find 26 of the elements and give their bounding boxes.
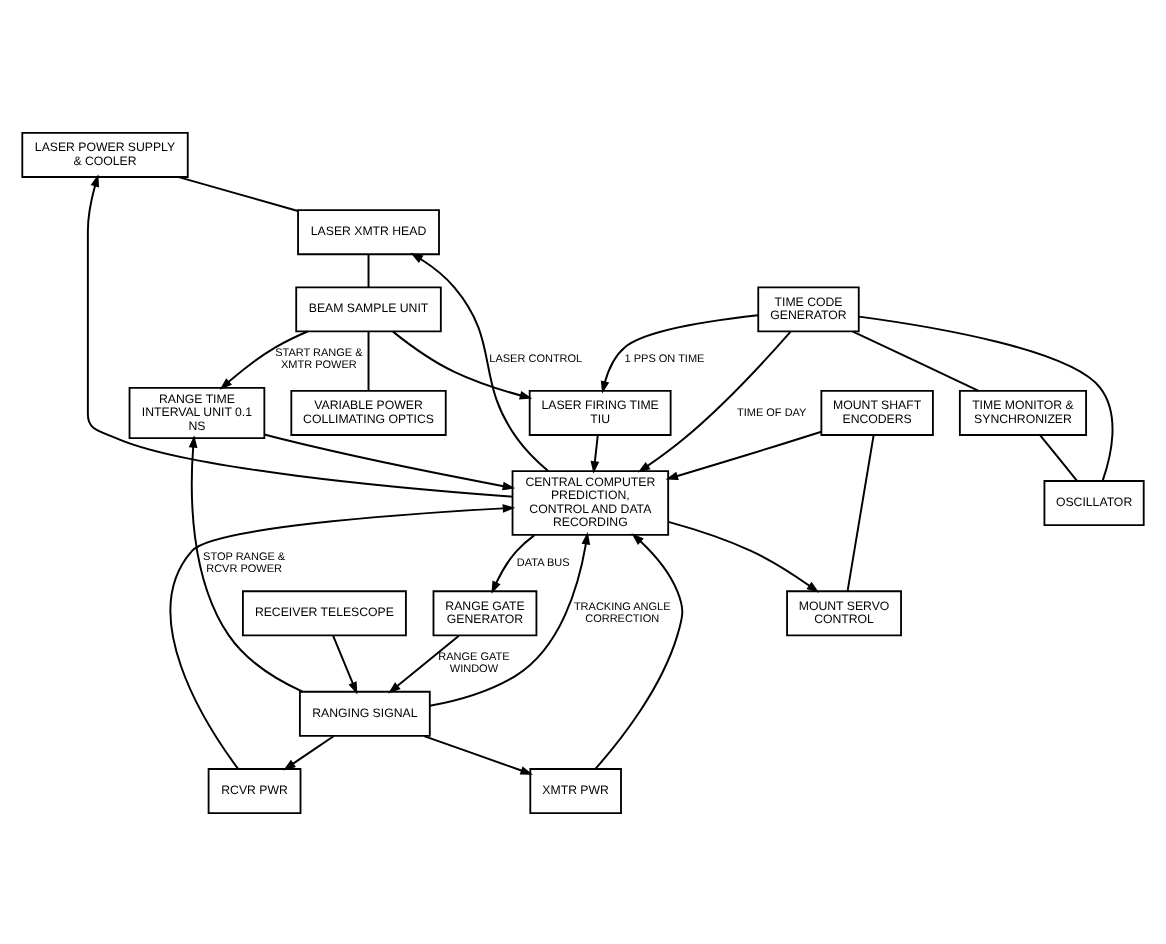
connector: [177, 175, 299, 211]
connector: [851, 329, 980, 391]
connector: [367, 329, 370, 391]
arrow: [388, 633, 460, 693]
arrow: [410, 251, 550, 472]
arrow: [391, 329, 533, 399]
connector: [367, 252, 370, 288]
connector: [846, 433, 875, 592]
arrow: [423, 734, 533, 774]
connector: [858, 314, 1114, 481]
connector: [1039, 433, 1078, 481]
arrow: [665, 429, 823, 480]
arrow: [169, 503, 516, 769]
arrow: [86, 173, 514, 497]
arrow: [594, 532, 684, 769]
arrow: [332, 633, 358, 694]
arrow: [600, 313, 759, 393]
arrow: [188, 434, 304, 692]
arrow: [667, 519, 820, 592]
arrow: [491, 533, 536, 593]
arrow: [428, 530, 591, 706]
arrow: [637, 329, 792, 472]
arrow: [263, 432, 516, 490]
arrow: [219, 329, 309, 389]
arrow: [283, 734, 335, 770]
arrow: [590, 433, 600, 473]
